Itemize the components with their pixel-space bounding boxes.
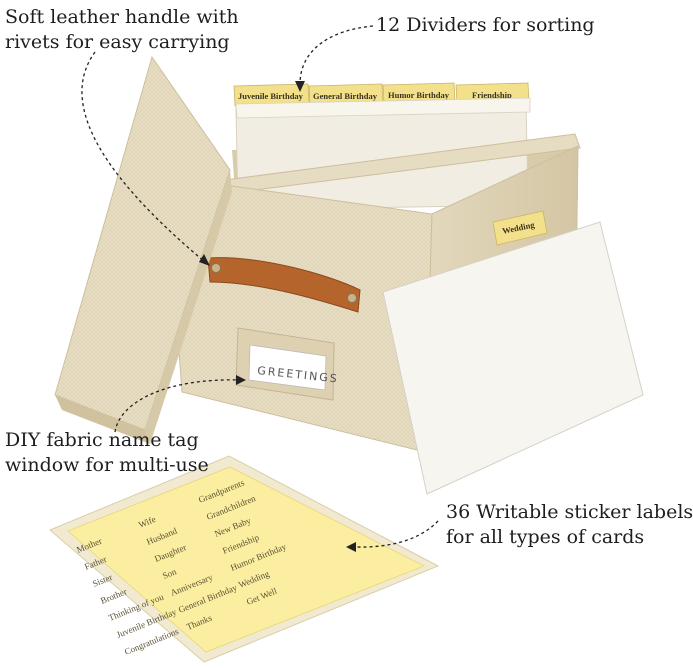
divider-tab-label: Humor Birthday (388, 90, 450, 100)
stickers-callout: 36 Writable sticker labels for all types… (446, 500, 693, 550)
tag-window-callout: DIY fabric name tag window for multi-use (5, 428, 209, 478)
tag-window-callout-line-1: DIY fabric name tag (5, 429, 199, 451)
handle-callout-line-1: Soft leather handle with (5, 6, 239, 28)
divider-tab-label: Friendship (472, 90, 512, 100)
rivet-icon (211, 263, 221, 273)
stickers-callout-line-1: 36 Writable sticker labels (446, 501, 693, 523)
loose-divider: Wedding (382, 210, 644, 495)
arrowhead-icon (199, 254, 210, 266)
stickers-callout-line (353, 520, 439, 548)
arrowhead-icon (346, 542, 356, 552)
handle-callout-line-2: rivets for easy carrying (5, 31, 230, 53)
divider-tab-label: Juvenile Birthday (238, 91, 304, 101)
divider-stack: Juvenile Birthday General Birthday Humor… (233, 82, 531, 211)
stickers-callout-line-2: for all types of cards (446, 526, 645, 548)
product-scene: Juvenile Birthday General Birthday Humor… (49, 25, 644, 663)
arrowhead-icon (236, 375, 246, 385)
arrowheads (199, 81, 356, 552)
leather-handle (207, 257, 361, 313)
sticker-label: Brother (99, 586, 128, 606)
dividers-callout-line (299, 25, 374, 85)
dividers-callout: 12 Dividers for sorting (376, 13, 595, 38)
box-lid (54, 55, 232, 444)
tag-callout-line (114, 379, 241, 433)
rivet-icon (347, 293, 357, 303)
name-tag-window: GREETINGS (235, 327, 339, 401)
tag-window-callout-line-2: window for multi-use (5, 454, 209, 476)
sticker-label: Sister (91, 572, 114, 589)
dividers-callout-text: 12 Dividers for sorting (376, 14, 595, 36)
callout-arrows (81, 25, 439, 548)
arrowhead-icon (295, 81, 305, 92)
divider-tab-label: General Birthday (313, 91, 378, 101)
handle-callout: Soft leather handle with rivets for easy… (5, 5, 239, 55)
handle-callout-line (81, 51, 206, 263)
